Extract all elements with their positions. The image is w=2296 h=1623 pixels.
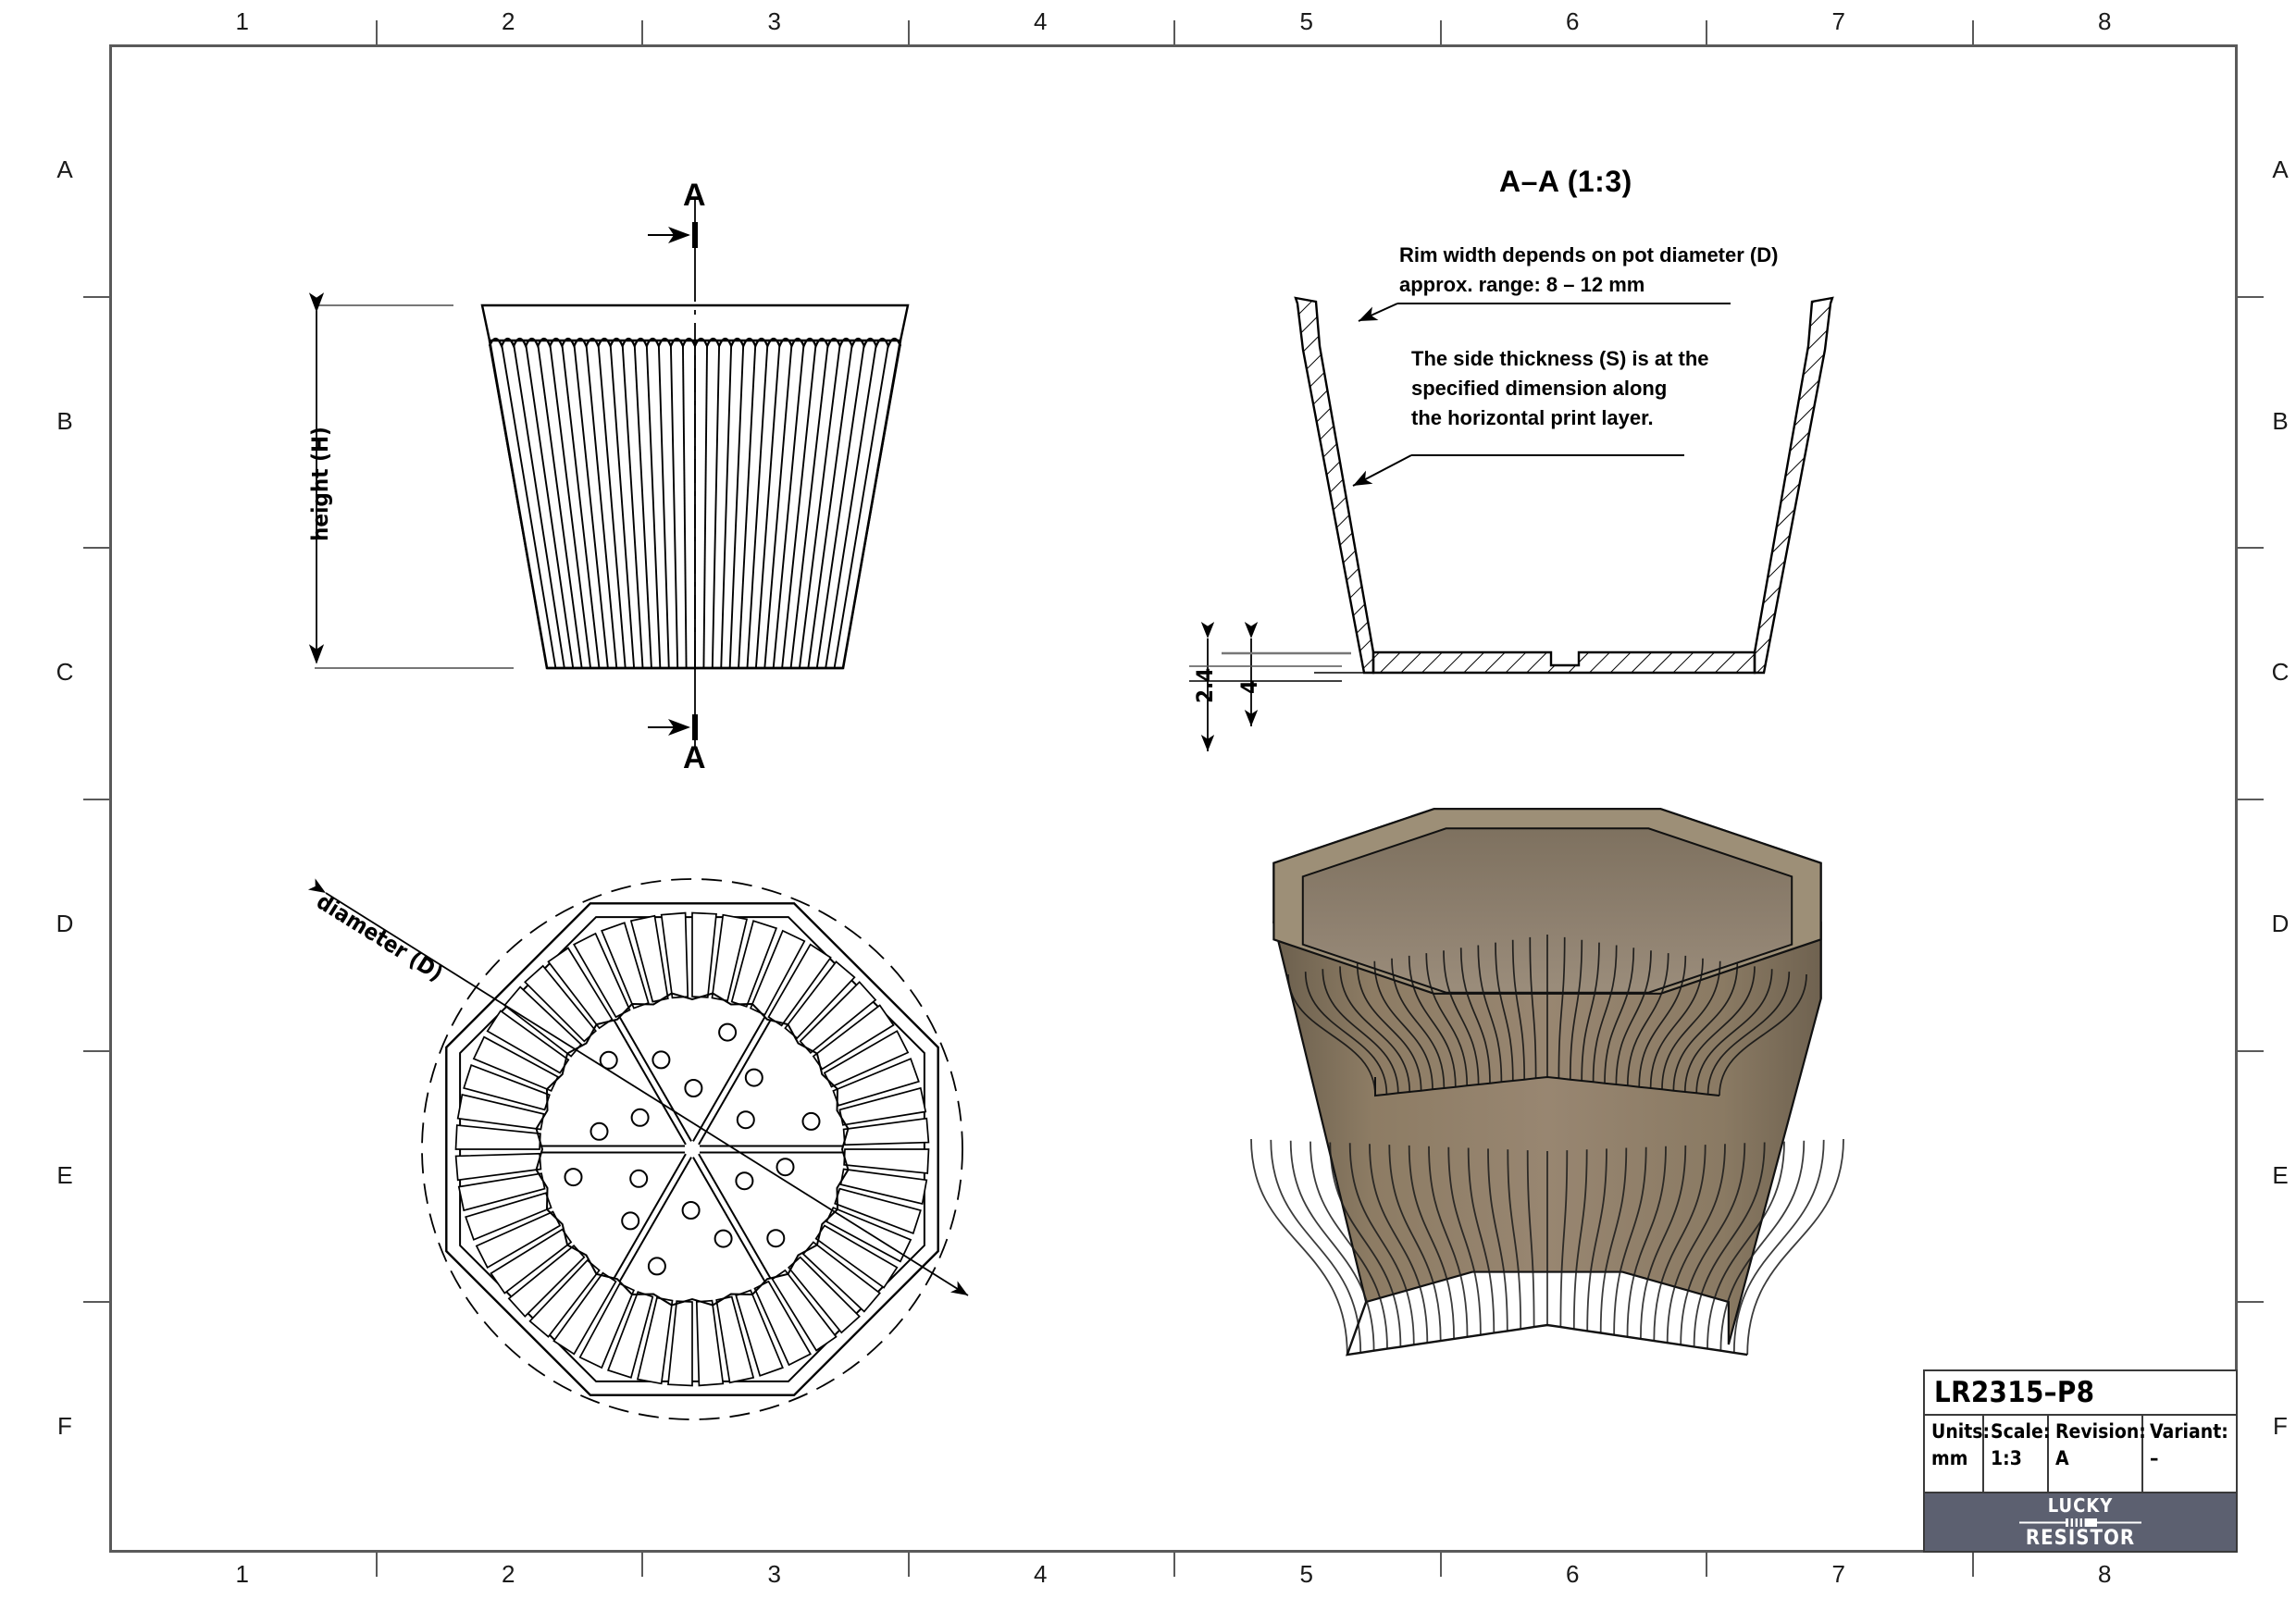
zone-tick [641,20,643,44]
zone-label-left-C: C [56,658,74,687]
zone-label-right-A: A [2272,155,2289,183]
note-side-line-1: The side thickness (S) is at the [1411,347,1709,370]
zone-tick [1173,20,1175,44]
zone-tick [83,799,109,800]
zone-tick [1706,20,1707,44]
field-key: Scale: [1991,1420,2051,1443]
zone-label-bottom-8: 8 [2098,1560,2112,1588]
zone-tick [83,295,109,298]
zone-tick [2238,1301,2264,1304]
note-side-thickness: The side thickness (S) is at the specifi… [1411,344,1709,433]
zone-tick [375,1553,378,1577]
zone-label-top-1: 1 [235,7,249,35]
section-marker-top: A [683,178,706,213]
zone-label-right-F: F [2273,1412,2288,1441]
zone-label-left-E: E [56,1160,73,1189]
zone-label-top-4: 4 [1034,7,1048,35]
dimension-inner-4: 4 [1236,679,1262,694]
zone-label-bottom-5: 5 [1299,1560,1313,1588]
zone-tick [907,20,910,44]
zone-label-top-3: 3 [767,7,781,35]
note-rim-line-1: Rim width depends on pot diameter (D) [1399,243,1779,266]
zone-label-left-B: B [56,406,73,435]
zone-label-left-F: F [57,1412,72,1441]
zone-tick [2238,1049,2264,1052]
note-rim-line-2: approx. range: 8 – 12 mm [1399,272,1645,296]
zone-tick [83,547,109,550]
zone-tick [1971,1553,1974,1577]
zone-tick [1439,1553,1442,1577]
zone-tick [641,1553,643,1577]
zone-label-top-5: 5 [1299,7,1313,35]
zone-label-bottom-2: 2 [502,1560,515,1588]
company-logo: LUCKY RESISTOR [1925,1493,2236,1551]
zone-tick [2238,295,2264,298]
zone-label-left-D: D [56,909,74,937]
height-dimension-label: height (H) [307,427,333,541]
zone-tick [2238,547,2264,550]
field-value: A [2055,1447,2069,1470]
zone-tick [1439,20,1442,44]
zone-tick [907,1553,910,1577]
title-field-scale: Scale: 1:3 [1984,1416,2051,1492]
field-key: Revision: [2055,1420,2146,1443]
zone-label-bottom-4: 4 [1034,1560,1048,1588]
zone-tick [1706,1553,1707,1577]
field-value: mm [1931,1447,1968,1470]
zone-label-top-2: 2 [502,7,515,35]
title-block-fields: Units: mm Scale: 1:3 Revision: A Variant: – [1925,1416,2236,1493]
note-side-line-2: specified dimension along [1411,376,1668,400]
drawing-number: LR2315–P8 [1934,1376,2095,1409]
zone-label-top-6: 6 [1566,7,1580,35]
zone-tick [2238,799,2264,800]
resistor-icon [2019,1517,2141,1527]
zone-label-bottom-3: 3 [767,1560,781,1588]
section-marker-bottom: A [683,740,706,775]
field-key: Variant: [2150,1420,2228,1443]
title-block: LR2315–P8 Units: mm Scale: 1:3 Revision: A Var… [1923,1369,2238,1553]
field-value: – [2150,1447,2159,1470]
zone-label-bottom-1: 1 [235,1560,249,1588]
zone-label-right-C: C [2271,658,2290,687]
zone-label-right-E: E [2272,1160,2289,1189]
zone-tick [1971,20,1974,44]
note-rim: Rim width depends on pot diameter (D) ap… [1399,241,1778,300]
zone-label-left-A: A [56,155,73,183]
zone-label-top-7: 7 [1831,7,1845,35]
zone-tick [375,20,378,44]
section-title: A–A (1:3) [1499,165,1632,198]
title-field-variant: Variant: – [2143,1416,2236,1492]
dimension-outer-2-4: 2.4 [1192,667,1218,703]
field-key: Units: [1931,1420,1991,1443]
zone-tick [1173,1553,1175,1577]
zone-tick [83,1301,109,1304]
logo-line-1: LUCKY [2047,1493,2114,1517]
zone-label-bottom-6: 6 [1566,1560,1580,1588]
zone-label-right-D: D [2271,909,2290,937]
zone-tick [83,1049,109,1052]
title-field-units: Units: mm [1925,1416,1991,1492]
zone-label-bottom-7: 7 [1831,1560,1845,1588]
field-value: 1:3 [1991,1447,2022,1470]
zone-label-right-B: B [2272,406,2289,435]
drawing-number-row: LR2315–P8 [1925,1371,2236,1416]
note-side-line-3: the horizontal print layer. [1411,405,1654,429]
drawing-frame [109,44,2238,1553]
title-field-revision: Revision: A [2049,1416,2146,1492]
logo-line-2: RESISTOR [2025,1526,2136,1550]
zone-label-top-8: 8 [2098,7,2112,35]
